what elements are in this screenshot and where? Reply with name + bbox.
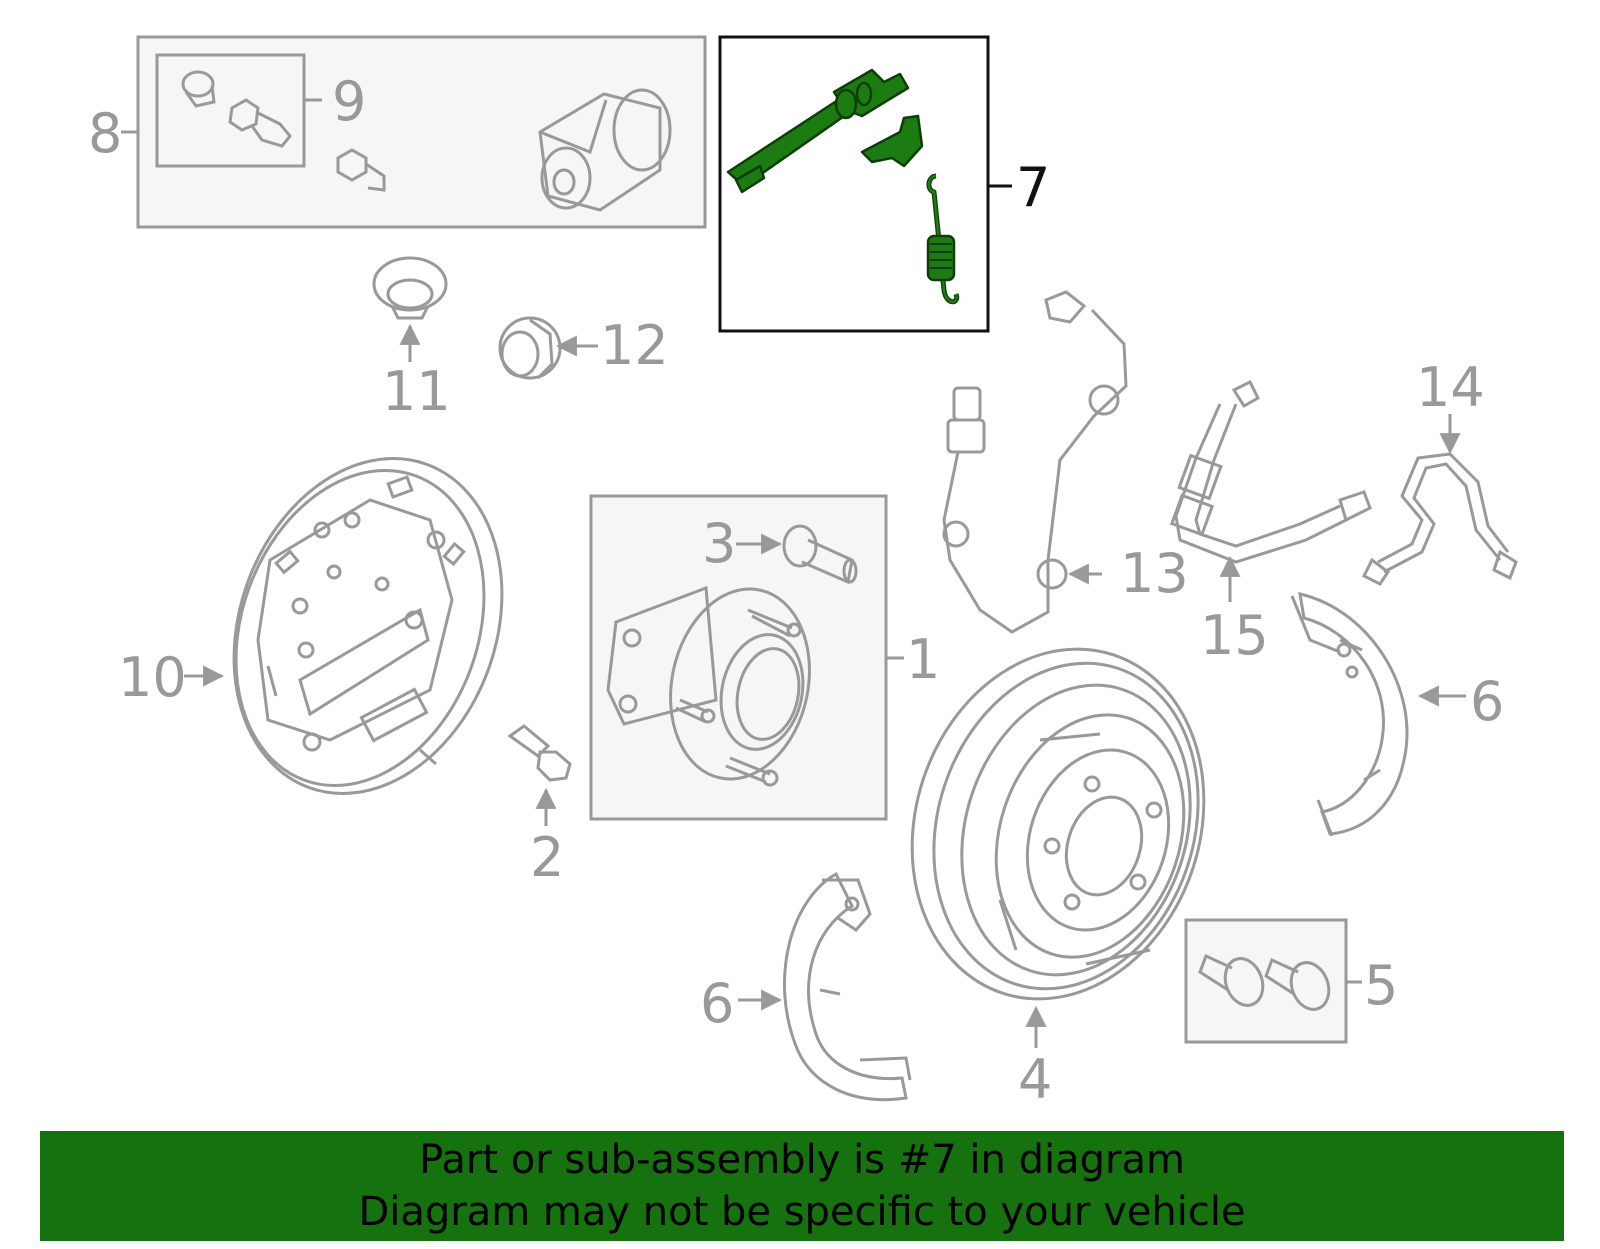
callout-8: 8 bbox=[88, 102, 122, 165]
part-15-brake-hose[interactable] bbox=[1169, 379, 1372, 564]
part-14-brake-tube[interactable] bbox=[1361, 452, 1518, 586]
callout-6-lower: 6 bbox=[700, 972, 734, 1035]
info-banner: Part or sub-assembly is #7 in diagram Di… bbox=[40, 1131, 1564, 1241]
callout-6-upper: 6 bbox=[1470, 670, 1504, 733]
part-8-wheel-cylinder-kit[interactable] bbox=[136, 35, 707, 229]
leader-lines bbox=[121, 98, 1466, 1048]
part-7-adjuster-kit[interactable] bbox=[718, 35, 990, 333]
callout-15: 15 bbox=[1200, 604, 1269, 667]
callout-3: 3 bbox=[702, 512, 736, 575]
part-12-grommet[interactable] bbox=[498, 316, 562, 380]
callout-5: 5 bbox=[1364, 954, 1398, 1017]
part-6-brake-shoe-lower[interactable] bbox=[783, 871, 912, 1102]
callout-11: 11 bbox=[382, 360, 451, 423]
part-6-brake-shoe-upper[interactable] bbox=[1290, 592, 1409, 837]
callout-2: 2 bbox=[530, 826, 564, 889]
callout-12: 12 bbox=[600, 314, 669, 377]
part-5-screws[interactable] bbox=[1184, 918, 1348, 1044]
part-11-plug[interactable] bbox=[372, 256, 448, 320]
callout-4: 4 bbox=[1018, 1048, 1052, 1111]
part-13-abs-sensor[interactable] bbox=[942, 290, 1128, 634]
banner-line-2: Diagram may not be specific to your vehi… bbox=[358, 1189, 1246, 1235]
callout-10: 10 bbox=[118, 646, 187, 709]
callout-7: 7 bbox=[1016, 156, 1050, 219]
callout-13: 13 bbox=[1120, 542, 1189, 605]
part-2-bolt[interactable] bbox=[507, 724, 572, 782]
callout-9: 9 bbox=[332, 70, 366, 133]
part-4-brake-drum[interactable] bbox=[868, 611, 1248, 1037]
callout-1: 1 bbox=[906, 628, 940, 691]
part-1-hub-bearing[interactable] bbox=[589, 494, 888, 821]
banner-line-1: Part or sub-assembly is #7 in diagram bbox=[419, 1137, 1185, 1183]
part-3-stud[interactable] bbox=[782, 524, 858, 585]
part-10-backing-plate[interactable] bbox=[189, 421, 547, 832]
callout-14: 14 bbox=[1416, 356, 1485, 419]
